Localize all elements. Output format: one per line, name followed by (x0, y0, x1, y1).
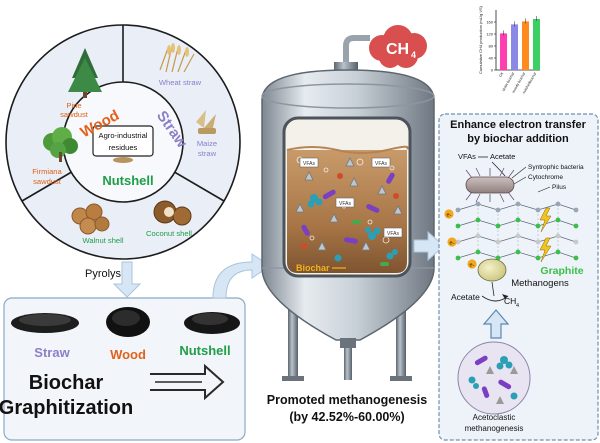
pine-label-line1: Pine (66, 101, 81, 110)
biochar-title-line2: Graphitization (0, 397, 133, 419)
coconut-shell-icon (153, 200, 192, 226)
biochar-straw-label: Straw (34, 345, 70, 360)
chart-bar-3 (533, 19, 540, 70)
chart-x-tick-label-0: CK (498, 71, 504, 78)
chart-y-tick-label: 160 (486, 20, 493, 25)
chart-y-tick-label: 120 (486, 32, 493, 37)
chart-bar-2 (522, 21, 529, 70)
center-label-box (92, 125, 154, 157)
firmiana-tree-icon (43, 127, 78, 162)
pine-tree-icon (68, 48, 102, 98)
graphite-label: Graphite (540, 265, 583, 277)
digester-reactor: CH 4 (261, 25, 435, 381)
walnut-label: Walnut shell (82, 236, 123, 245)
syntrophic-bacterium (465, 167, 515, 203)
pilus-label: Pilus (552, 184, 567, 191)
reactor-leg-left (288, 300, 298, 380)
biochar-particles (295, 157, 403, 251)
biochar-tag: Biochar (296, 263, 330, 273)
vfas-tag-2-label: VFAs (375, 161, 387, 167)
lightning-icons (539, 207, 552, 263)
reactor-leg-center (344, 320, 352, 380)
ch4-product-subscript: 4 (516, 303, 519, 309)
ch4-production-chart: Cumulative CH4 production (mL/g VS) 0 40 8… (476, 2, 598, 114)
chart-y-tick-label: 80 (489, 44, 494, 49)
electron-markers: e- e- e- (444, 209, 477, 269)
vfas-tag-3-label: VFAs (339, 201, 351, 207)
pyrolysis-arrow (112, 261, 142, 298)
walnut-shell-icon (71, 203, 110, 235)
residue-pile-icon (113, 157, 133, 163)
chart-y-tick-label: 0 (491, 68, 494, 73)
center-label-line1: Agro-industrial (99, 131, 148, 140)
organic-particles (301, 173, 399, 249)
sector-nutshell-label: Nutshell (102, 173, 153, 188)
vfas-tag-2: VFAs (371, 157, 391, 168)
electron-3-label: e- (470, 263, 475, 269)
pine-label-line2: sawdust (60, 110, 89, 119)
chart-bar-1 (511, 24, 518, 70)
green-rods (352, 220, 389, 266)
coconut-label: Coconut shell (146, 229, 192, 238)
acetoclastic-label-line2: methanogenesis (465, 424, 524, 433)
ch4-product-label: CH (504, 296, 516, 306)
sludge (287, 150, 407, 273)
bacteria-rods (301, 172, 395, 244)
graphite-lattice (455, 201, 579, 261)
mechanism-panel: Enhance electron transfer by biochar add… (438, 113, 599, 441)
acetoclastic-arrow (482, 309, 510, 339)
firmiana-label-line2: sawdust (33, 177, 62, 186)
result-line1: Promoted methanogenesis (267, 393, 427, 407)
biochar-wood-label: Wood (110, 347, 146, 362)
electron-2-label: e- (450, 241, 455, 247)
mechanism-title-line1: Enhance electron transfer (450, 119, 586, 131)
vfas-tag-4-label: VFAs (387, 231, 399, 237)
biochar-title-line1: Biochar (29, 372, 104, 394)
vfas-tag-4: VFAs (383, 227, 403, 238)
ch4-cloud-label: CH (386, 41, 409, 58)
maize-label-line1: Maize (197, 139, 217, 148)
mechanism-arrow (413, 230, 445, 262)
reactor-leg-right (396, 300, 406, 380)
chart-bar-0 (500, 33, 507, 70)
vfas-tag-3: VFAs (335, 197, 355, 208)
feedstock-wheel: Agro-industrial residues Wood Straw Nuts… (5, 24, 241, 260)
pyrolysis-label: Pyrolysis (85, 268, 130, 280)
result-line2: (by 42.52%-60.00%) (289, 410, 404, 424)
methanogen-cell (477, 258, 507, 282)
reactor-outlet (340, 338, 356, 348)
vfas-label: VFAs (458, 152, 476, 161)
wheat-straw-icon (159, 43, 195, 73)
chart-bars (500, 16, 540, 70)
chart-y-tick-label: 40 (489, 56, 494, 61)
vfas-tag-1-label: VFAs (303, 161, 315, 167)
ch4-cloud: CH 4 (369, 25, 427, 68)
biochar-box: Straw Wood Nutshell Biochar Graphitizati… (0, 297, 246, 441)
firmiana-label-line1: Firmiana (32, 167, 62, 176)
syntrophic-label: Syntrophic bacteria (528, 164, 584, 171)
mechanism-title-line2: by biochar addition (467, 133, 569, 145)
electron-1-label: e- (447, 213, 452, 219)
acetate-top-label: Acetate (490, 152, 515, 161)
chart-y-label: Cumulative CH4 production (mL/g VS) (478, 5, 483, 74)
maize-straw-icon (196, 110, 216, 134)
acetoclastic-label-line1: Acetoclastic (473, 413, 516, 422)
acetate-bottom-label: Acetate (451, 292, 480, 302)
wheat-label: Wheat straw (159, 78, 202, 87)
biochar-nutshell-label: Nutshell (179, 343, 230, 358)
vfas-tag-1: VFAs (299, 157, 319, 168)
ch4-cloud-subscript: 4 (411, 50, 416, 60)
chart-y-ticks: 0 40 80 120 160 (486, 20, 496, 73)
cytochrome-label: Cytochrome (528, 174, 563, 181)
maize-label-line2: straw (198, 149, 217, 158)
graphitization-arrow (150, 363, 225, 401)
methanogen-clusters (307, 194, 398, 262)
gas-pipe (343, 35, 370, 66)
acetoclastic-community (457, 341, 531, 415)
gas-bubbles (296, 156, 395, 244)
methanogens-label: Methanogens (511, 278, 569, 289)
center-label-line2: residues (109, 143, 138, 152)
